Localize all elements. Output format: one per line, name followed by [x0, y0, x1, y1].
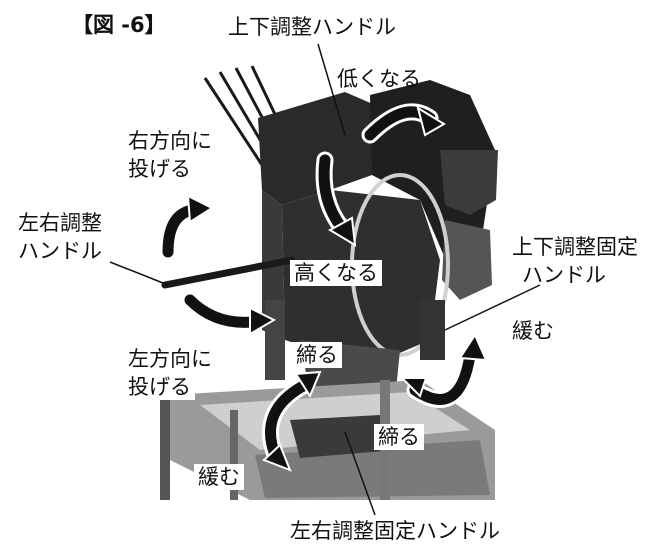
label-lr-fix-handle: 左右調整固定ハンドル — [290, 519, 500, 543]
label-updown-fix-1: 上下調整固定 — [512, 235, 638, 259]
machine-base — [160, 380, 495, 500]
label-throw-right-2: 投げる — [128, 157, 191, 181]
arrow-lower — [361, 103, 446, 144]
arrow-updown-fix-double — [399, 332, 488, 408]
updown-fix-leader — [444, 284, 541, 331]
label-updown-handle: 上下調整ハンドル — [228, 15, 396, 39]
arrow-throw-left — [181, 291, 277, 336]
lr-handle-leader — [109, 261, 169, 286]
label-throw-left-2: 投げる — [124, 374, 195, 400]
arrow-throw-right — [159, 194, 215, 261]
label-higher: 高くなる — [290, 260, 382, 286]
label-throw-left-1: 左方向に — [124, 346, 216, 372]
label-lr-handle-1: 左右調整 — [18, 211, 102, 235]
machine-body — [258, 80, 498, 400]
figure-title: 【図 -6】 — [72, 13, 166, 37]
updown-handle-leader — [317, 43, 346, 136]
label-lr-handle-2: ハンドル — [18, 239, 102, 263]
arrow-lr-fix-double — [262, 370, 322, 472]
label-updown-fix-2: ハンドル — [522, 263, 606, 287]
label-loosen-left: 緩む — [194, 464, 244, 490]
label-tighten-bottom: 締る — [374, 424, 424, 450]
label-lower: 低くなる — [337, 67, 421, 91]
lr-fix-leader — [344, 431, 376, 516]
label-tighten-top: 締る — [292, 342, 342, 368]
lr-adjust-handle — [161, 256, 296, 289]
arrow-higher — [315, 151, 357, 247]
label-throw-right-1: 右方向に — [128, 129, 212, 153]
label-loosen-right: 緩む — [512, 319, 554, 343]
